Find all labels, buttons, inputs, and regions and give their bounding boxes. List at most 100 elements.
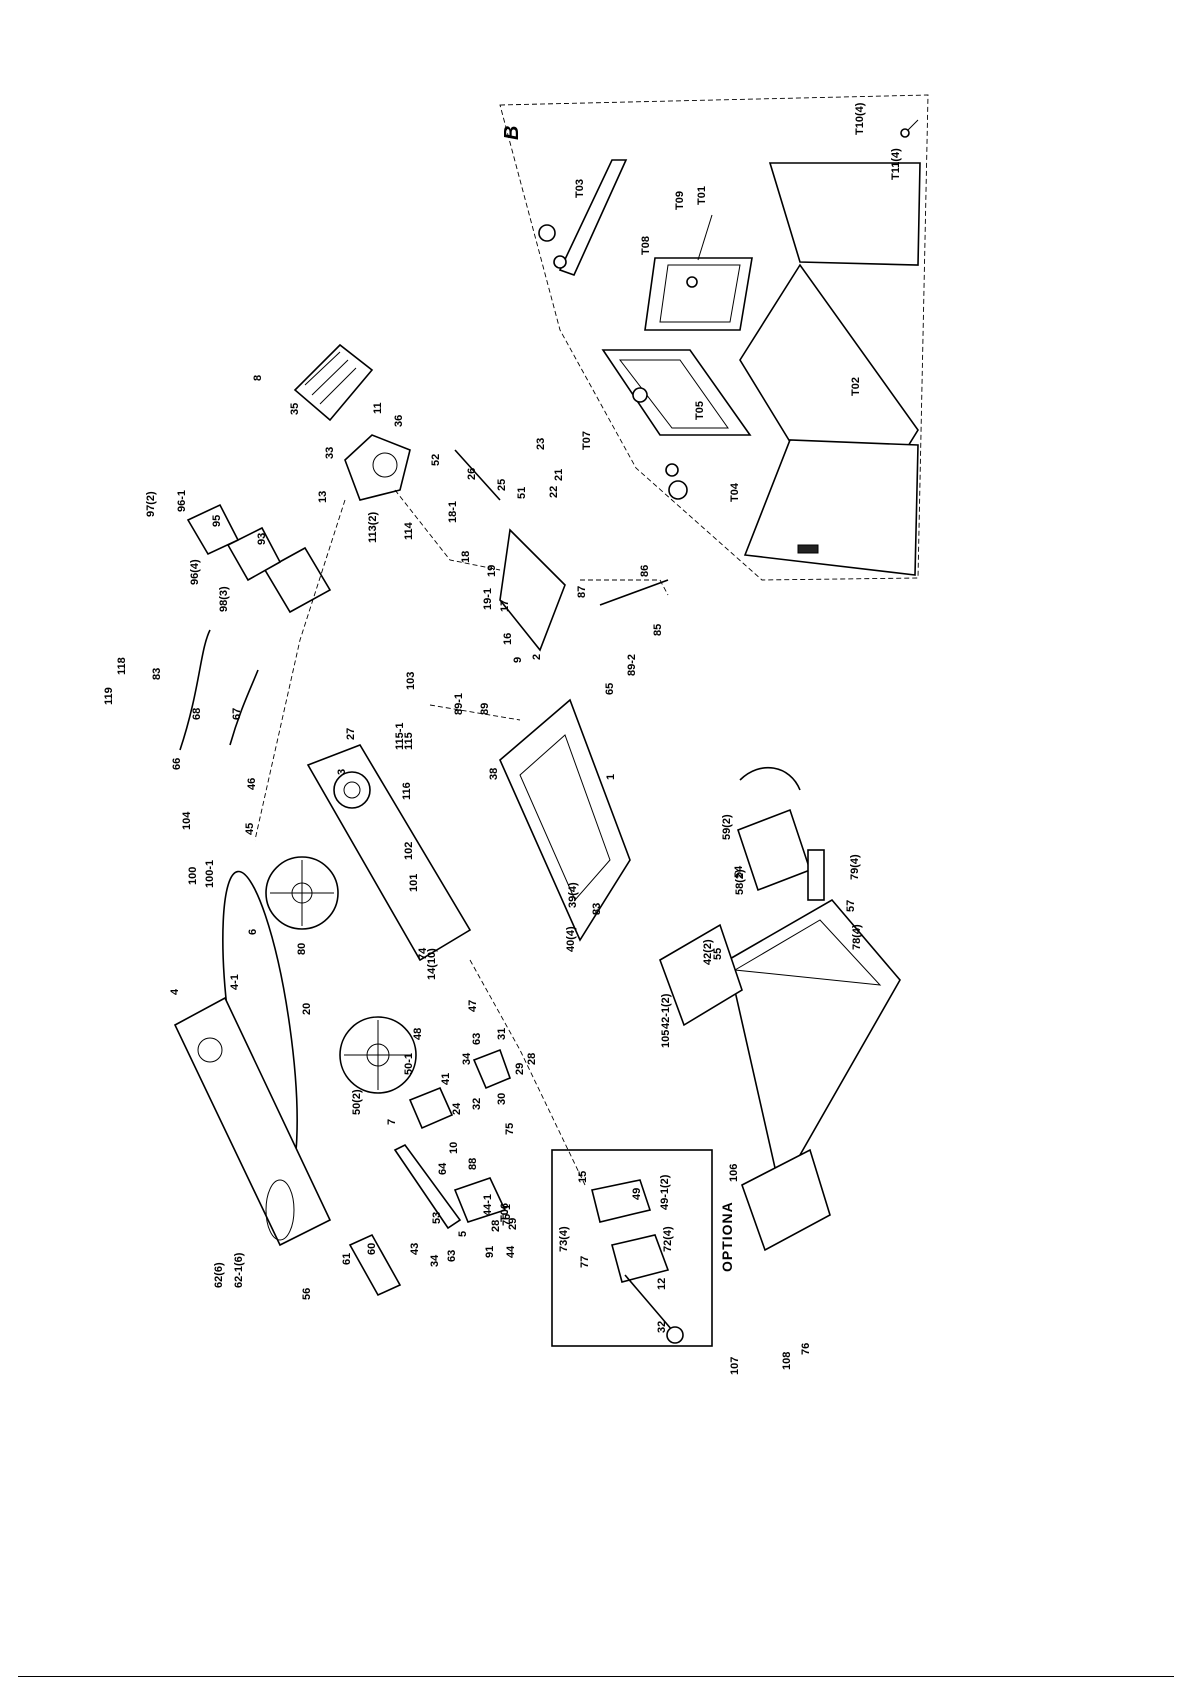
- panel-t05: [743, 439, 919, 576]
- part-label-3: 3: [336, 769, 348, 775]
- part-label-2: 2: [531, 654, 543, 660]
- part-label-65: 65: [604, 683, 616, 695]
- part-label-15: 15: [577, 1171, 589, 1183]
- part-label-88: 88: [467, 1158, 479, 1170]
- part-label-116: 116: [401, 782, 413, 800]
- part-label-95: 95: [211, 515, 223, 527]
- part-label-53: 53: [431, 1212, 443, 1224]
- rod-85: [599, 579, 669, 606]
- part-label-96-4-: 96(4): [189, 559, 201, 585]
- bracket-15: [591, 1179, 652, 1223]
- part-label-25: 25: [496, 479, 508, 491]
- part-label-119: 119: [103, 687, 115, 705]
- part-label-89: 89: [479, 703, 491, 715]
- main-assembly: [173, 343, 901, 1297]
- rail-t06: [558, 159, 628, 277]
- optiona-inset: OPTIONA: [551, 1149, 735, 1347]
- frame-t03: [644, 257, 753, 331]
- part-label-59-2-: 59(2): [721, 814, 733, 840]
- part-label-1: 1: [605, 774, 617, 780]
- part-label-38: 38: [488, 768, 500, 780]
- blade-cover-4: [173, 996, 332, 1247]
- part-label-34: 34: [461, 1052, 473, 1065]
- part-label-t04: T04: [729, 482, 741, 502]
- part-label-35: 35: [289, 403, 301, 415]
- part-label-44-1: 44-1: [482, 1194, 494, 1216]
- part-label-12: 12: [656, 1278, 668, 1290]
- part-label-48: 48: [412, 1028, 424, 1040]
- part-label-114: 114: [403, 521, 415, 540]
- stop-77: [611, 1234, 670, 1283]
- part-label-42-1-2-: 42-1(2): [660, 993, 672, 1029]
- guide-arm-60: [393, 1143, 462, 1230]
- part-label-73-4-: 73(4): [558, 1226, 570, 1252]
- part-label-49: 49: [631, 1188, 643, 1200]
- part-label-83: 83: [591, 903, 603, 915]
- part-label-t03: T03: [574, 179, 586, 198]
- part-label-93: 93: [256, 533, 268, 545]
- part-label-40-4-: 40(4): [565, 926, 577, 952]
- part-label-t11-4-: T11(4): [890, 148, 902, 180]
- part-label-105: 105: [660, 1030, 672, 1048]
- part-label-60: 60: [366, 1243, 378, 1255]
- part-label-72-4-: 72(4): [662, 1226, 674, 1252]
- part-label-106: 106: [728, 1164, 740, 1182]
- part-label-36: 36: [393, 415, 405, 427]
- part-label-58-2-: 58(2): [734, 869, 746, 895]
- part-label-8: 8: [252, 375, 264, 381]
- saw-bow-3: [306, 744, 472, 962]
- part-label-54: 54: [733, 865, 745, 878]
- part-label-100-1: 100-1: [204, 860, 216, 888]
- part-label-t02: T02: [850, 377, 862, 396]
- part-label-5: 5: [457, 1231, 469, 1237]
- part-label-46: 46: [246, 778, 258, 790]
- part-label-10: 10: [448, 1142, 460, 1154]
- part-label-61: 61: [341, 1253, 353, 1265]
- part-label-29: 29: [507, 1218, 519, 1230]
- part-label-68: 68: [191, 708, 203, 720]
- part-label-t05: T05: [694, 401, 706, 420]
- cable-83: [179, 629, 211, 751]
- part-label-51: 51: [516, 487, 528, 499]
- part-label-20: 20: [301, 1003, 313, 1015]
- part-label-24: 24: [451, 1102, 463, 1115]
- part-label-17: 17: [499, 600, 511, 612]
- part-label-100: 100: [187, 867, 199, 885]
- part-label-t08: T08: [640, 236, 652, 255]
- part-label-64: 64: [437, 1162, 449, 1175]
- part-label-4-1: 4-1: [229, 974, 241, 990]
- part-label-115: 115: [403, 732, 415, 750]
- wheel-hub: [333, 771, 371, 809]
- part-label-52: 52: [430, 454, 442, 466]
- page-bottom-rule: [18, 1676, 1174, 1677]
- part-label-83: 83: [151, 668, 163, 680]
- part-label-97-2-: 97(2): [145, 491, 157, 517]
- part-label-16: 16: [502, 633, 514, 645]
- inset-border: [551, 1149, 713, 1347]
- part-label-103: 103: [405, 672, 417, 690]
- part-label-23: 23: [535, 438, 547, 450]
- part-label-50-2-: 50(2): [351, 1089, 363, 1115]
- part-label-77: 77: [579, 1256, 591, 1268]
- base-cabinet-54: [727, 898, 901, 1193]
- panel-t02: [768, 162, 921, 266]
- part-label-44: 44: [505, 1245, 517, 1258]
- part-label-63: 63: [471, 1033, 483, 1045]
- frame-t01: [601, 349, 752, 436]
- part-label-63: 63: [446, 1250, 458, 1262]
- part-label-t07: T07: [581, 431, 593, 450]
- part-label-4: 4: [169, 988, 181, 995]
- part-label-102: 102: [403, 842, 415, 860]
- rod-12: [624, 1274, 673, 1331]
- part-label-28: 28: [526, 1053, 538, 1065]
- part-label-50-1: 50-1: [403, 1053, 415, 1075]
- part-label-108: 108: [781, 1352, 793, 1370]
- part-label-22: 22: [548, 486, 560, 498]
- part-label-t09: T09: [674, 191, 686, 210]
- part-label-91: 91: [484, 1246, 496, 1258]
- inset-brand-label: OPTIONA: [719, 1201, 735, 1272]
- part-label-t01: T01: [696, 186, 708, 205]
- part-label-62-6-: 62(6): [213, 1262, 225, 1288]
- part-label-89-1: 89-1: [453, 693, 465, 715]
